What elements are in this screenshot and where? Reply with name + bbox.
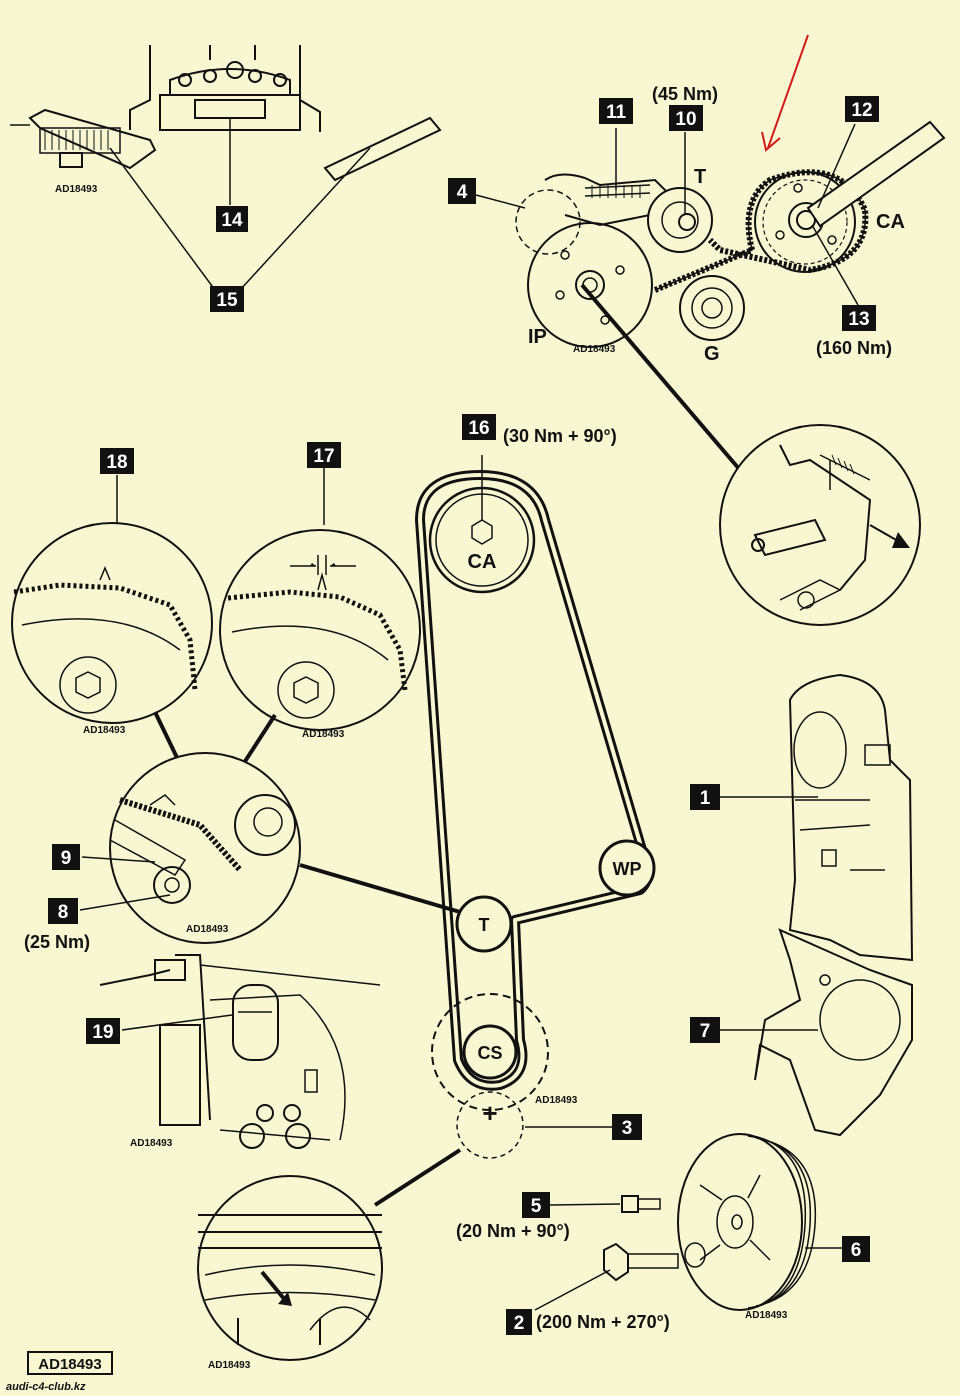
svg-text:3: 3 [622, 1118, 633, 1139]
svg-text:8: 8 [58, 902, 69, 923]
ref-code-center: AD18493 [535, 1095, 578, 1106]
callout-7: 7 [690, 1017, 720, 1043]
svg-text:19: 19 [92, 1022, 113, 1043]
ref-code-bottom: AD18493 [208, 1360, 251, 1371]
callout-3: 3 [612, 1114, 642, 1140]
figure-code: AD18493 [27, 1351, 113, 1375]
callout-6: 6 [842, 1236, 870, 1262]
callout-19: 19 [86, 1018, 120, 1044]
torque-16: (30 Nm + 90°) [503, 426, 617, 446]
callout-11: 11 [599, 98, 633, 124]
torque-2: (200 Nm + 270°) [536, 1312, 670, 1332]
svg-text:7: 7 [700, 1021, 711, 1042]
callout-12: 12 [845, 96, 879, 122]
svg-text:AD18493: AD18493 [38, 1356, 101, 1373]
callout-1: 1 [690, 784, 720, 810]
ref-code-6: AD18493 [745, 1310, 788, 1321]
callout-16: 16 [462, 414, 496, 440]
crank-pulley-assembly: AD18493 [534, 1133, 842, 1321]
callout-15: 15 [210, 286, 244, 312]
svg-text:17: 17 [313, 446, 334, 467]
callout-2: 2 [506, 1309, 532, 1335]
alignment-details: AD18493 AD18493 AD18493 [11, 468, 461, 944]
ref-code-18: AD18493 [83, 725, 126, 736]
callout-18: 18 [100, 448, 134, 474]
callout-10: 10 [669, 105, 703, 131]
svg-text:9: 9 [61, 848, 72, 869]
label-ca-top: CA [876, 211, 905, 233]
svg-text:10: 10 [675, 109, 696, 130]
callout-14: 14 [216, 206, 248, 232]
ref-code-top-right: AD18493 [573, 344, 616, 355]
label-t-top: T [694, 166, 706, 188]
crank-pulley-mark-detail: AD18493 [197, 1175, 383, 1371]
svg-text:6: 6 [851, 1240, 862, 1261]
svg-text:5: 5 [531, 1196, 542, 1217]
ref-code-17: AD18493 [302, 729, 345, 740]
svg-text:16: 16 [468, 418, 489, 439]
label-g: G [704, 343, 720, 365]
red-arrow [767, 34, 809, 149]
svg-text:11: 11 [606, 102, 627, 123]
svg-text:13: 13 [848, 309, 869, 330]
dashed-circle-4 [515, 189, 581, 255]
svg-text:12: 12 [851, 100, 872, 121]
label-wp: WP [613, 859, 642, 879]
ref-code-19: AD18493 [130, 1138, 173, 1149]
svg-text:15: 15 [216, 290, 238, 311]
svg-text:2: 2 [514, 1313, 525, 1334]
callout-8: 8 [48, 898, 78, 924]
torque-5: (20 Nm + 90°) [456, 1221, 570, 1241]
torque-10: (45 Nm) [652, 84, 718, 104]
ref-code: AD18493 [55, 184, 98, 195]
torque-8: (25 Nm) [24, 932, 90, 952]
tensioner-detail: AD18493 [475, 34, 946, 626]
label-ip: IP [528, 326, 547, 348]
ref-code-9: AD18493 [186, 924, 229, 935]
label-plus: + [482, 1098, 497, 1128]
belt-routing: AD18493 [373, 455, 656, 1207]
svg-text:18: 18 [106, 452, 127, 473]
svg-text:14: 14 [221, 210, 243, 231]
watermark: audi-c4-club.kz [6, 1381, 86, 1393]
timing-covers [720, 673, 914, 1137]
svg-text:4: 4 [457, 182, 468, 203]
callout-5: 5 [522, 1192, 550, 1218]
callout-17: 17 [307, 442, 341, 468]
svg-text:1: 1 [700, 788, 711, 809]
camshaft-locking-detail: AD18493 [10, 45, 442, 291]
callout-4: 4 [448, 178, 476, 204]
callout-9: 9 [52, 844, 80, 870]
torque-13: (160 Nm) [816, 338, 892, 358]
flywheel-pin-detail: AD18493 [99, 954, 381, 1149]
label-cs: CS [477, 1043, 502, 1063]
callout-13: 13 [842, 305, 876, 331]
label-t: T [479, 915, 490, 935]
label-ca: CA [468, 551, 497, 573]
